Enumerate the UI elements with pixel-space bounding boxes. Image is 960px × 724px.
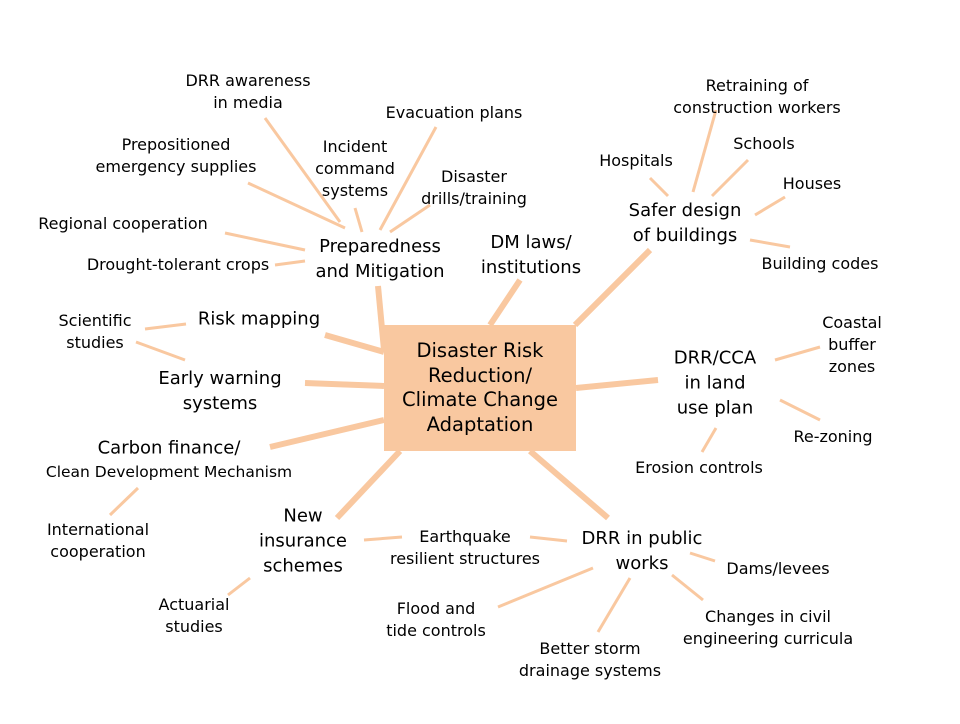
hub-carbon-finance-line1: Carbon finance/ bbox=[97, 437, 241, 459]
leaf-building-codes: Building codes bbox=[761, 254, 879, 273]
leaf-erosion-controls: Erosion controls bbox=[635, 458, 763, 477]
link-earthquake-insurance bbox=[363, 535, 403, 542]
spoke-preparedness bbox=[375, 285, 387, 351]
leaf-regional-cooperation: Regional cooperation bbox=[38, 214, 208, 233]
link-drought bbox=[274, 259, 306, 267]
leaf-international-cooperation: International cooperation bbox=[46, 520, 150, 561]
link-storm bbox=[596, 577, 632, 633]
leaf-coastal-buffer: Coastal buffer zones bbox=[822, 313, 882, 376]
hub-dm-laws: DM laws/ institutions bbox=[480, 232, 582, 278]
link-houses bbox=[754, 195, 786, 217]
link-incident-command bbox=[353, 207, 364, 233]
hub-public-works: DRR in public works bbox=[581, 528, 703, 574]
link-erosion bbox=[700, 427, 718, 453]
spoke-land-use bbox=[575, 377, 659, 391]
leaf-prepositioned-supplies: Prepositioned emergency supplies bbox=[95, 135, 257, 176]
link-dams bbox=[689, 551, 716, 563]
spoke-insurance bbox=[334, 448, 403, 521]
leaf-schools: Schools bbox=[733, 134, 795, 153]
link-coastal bbox=[774, 345, 821, 362]
link-scientific-warning bbox=[135, 340, 186, 362]
link-hospitals bbox=[648, 176, 670, 198]
link-civil bbox=[671, 573, 704, 602]
hub-safer-design: Safer design of buildings bbox=[628, 200, 742, 246]
leaf-houses: Houses bbox=[782, 174, 842, 193]
spoke-public-works bbox=[528, 448, 610, 521]
link-scientific-risk bbox=[144, 322, 187, 331]
leaf-incident-command: Incident command systems bbox=[315, 137, 395, 200]
leaf-hospitals: Hospitals bbox=[599, 151, 673, 170]
leaf-earthquake-structures: Earthquake resilient structures bbox=[389, 527, 541, 568]
leaf-disaster-drills: Disaster drills/training bbox=[421, 167, 527, 208]
spoke-carbon-finance bbox=[269, 417, 385, 450]
link-evacuation bbox=[378, 126, 438, 231]
leaf-dams-levees: Dams/levees bbox=[726, 559, 830, 578]
link-earthquake-public bbox=[529, 535, 568, 543]
link-disaster-drills bbox=[389, 203, 431, 234]
hub-preparedness: Preparedness and Mitigation bbox=[315, 236, 445, 282]
center-node: Disaster Risk Reduction/ Climate Change … bbox=[384, 325, 576, 451]
link-retraining bbox=[691, 109, 718, 193]
spoke-safer-design bbox=[572, 247, 653, 328]
link-rezoning bbox=[779, 398, 821, 422]
leaf-flood-tide: Flood and tide controls bbox=[386, 599, 486, 640]
link-drr-awareness bbox=[263, 117, 342, 223]
leaf-actuarial-studies: Actuarial studies bbox=[158, 595, 230, 636]
leaf-drought-crops: Drought-tolerant crops bbox=[86, 255, 270, 274]
center-node-label: Disaster Risk Reduction/ Climate Change … bbox=[402, 339, 558, 436]
leaf-drr-awareness: DRR awareness in media bbox=[185, 71, 311, 112]
link-flood bbox=[497, 566, 594, 609]
spoke-dm-laws bbox=[487, 278, 523, 327]
link-international bbox=[108, 486, 140, 517]
spoke-risk-mapping bbox=[324, 332, 385, 355]
leaf-civil-engineering: Changes in civil engineering curricula bbox=[682, 607, 854, 648]
spoke-early-warning bbox=[304, 380, 385, 389]
hub-risk-mapping: Risk mapping bbox=[197, 308, 321, 330]
hub-land-use: DRR/CCA in land use plan bbox=[673, 347, 757, 419]
hub-carbon-finance-line2: Clean Development Mechanism bbox=[45, 463, 293, 481]
hub-early-warning: Early warning systems bbox=[158, 368, 282, 414]
link-actuarial bbox=[227, 576, 251, 597]
link-regional bbox=[224, 231, 306, 252]
leaf-storm-drainage: Better storm drainage systems bbox=[518, 639, 662, 680]
link-schools bbox=[710, 158, 750, 198]
leaf-evacuation-plans: Evacuation plans bbox=[385, 103, 523, 122]
hub-insurance: New insurance schemes bbox=[258, 505, 348, 577]
link-prepositioned bbox=[247, 181, 346, 230]
link-building-codes bbox=[749, 238, 791, 249]
leaf-scientific-studies: Scientific studies bbox=[58, 311, 132, 352]
leaf-re-zoning: Re-zoning bbox=[793, 427, 873, 446]
leaf-retraining-workers: Retraining of construction workers bbox=[673, 76, 841, 117]
